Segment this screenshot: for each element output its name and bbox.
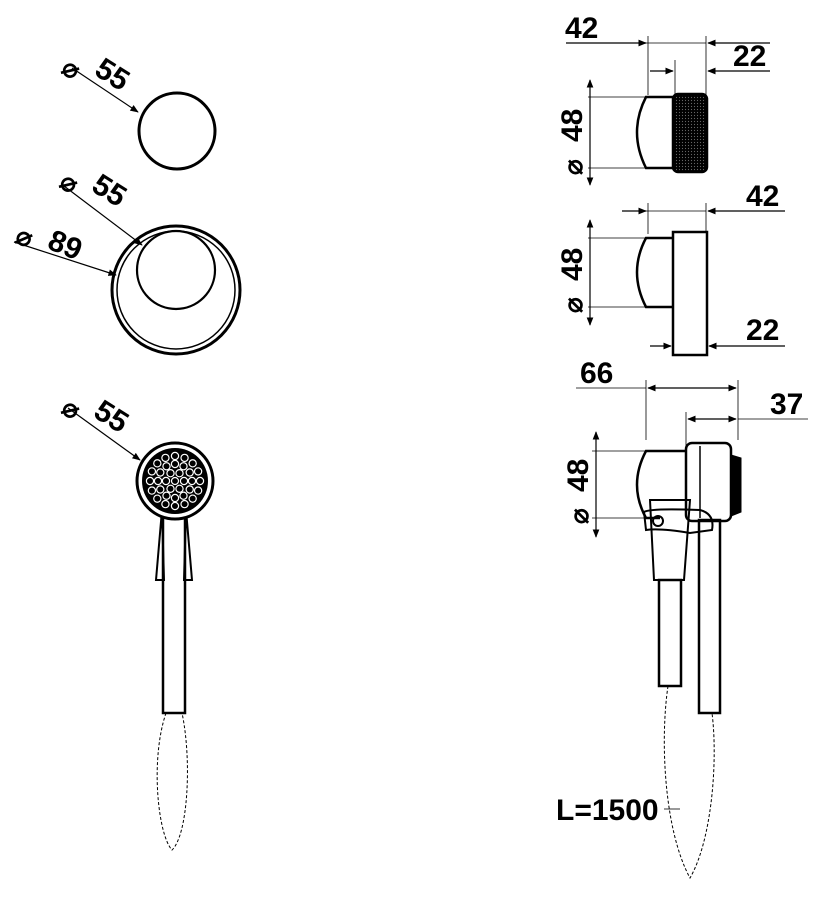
nozzle	[162, 491, 171, 500]
nozzle	[179, 491, 188, 500]
nozzle	[153, 459, 162, 468]
shower-nozzles	[145, 451, 205, 511]
nozzle	[180, 453, 189, 463]
rosette-side-depth-total: 42	[746, 180, 779, 213]
hand-shower-front-view: ⌀ 55	[57, 392, 215, 851]
rosette-front-view: ⌀ 55 ⌀ 89	[12, 166, 242, 356]
cap-side-diameter-symbol: ⌀	[558, 159, 588, 175]
nozzle	[153, 494, 162, 503]
cap-outline	[137, 91, 217, 171]
nozzle	[185, 485, 194, 494]
rosette-inner-value: 55	[86, 168, 132, 214]
rosette-side-view: 42 22 ⌀ 48	[556, 180, 785, 357]
nozzle	[147, 467, 157, 476]
hose-loop	[156, 712, 188, 851]
cap-side-view: 42 22 ⌀ 48	[556, 12, 770, 186]
rosette-side-diameter-value: 48	[556, 248, 589, 281]
rosette-side-dome	[635, 236, 674, 309]
rosette-outer-value: 89	[43, 224, 86, 267]
nozzle	[187, 476, 197, 486]
holder-side-depth-head: 37	[770, 388, 803, 421]
cap-side-depth-total: 42	[565, 12, 598, 45]
nozzle	[188, 494, 197, 503]
nozzle	[153, 476, 163, 486]
nozzle	[193, 486, 203, 495]
hand-shower-diameter-symbol: ⌀	[57, 392, 86, 426]
cap-side-depth-body: 22	[733, 40, 766, 73]
cap-front-view: ⌀ 55	[57, 52, 217, 171]
holder-side-bracket	[648, 499, 692, 581]
nozzle	[162, 462, 171, 471]
hand-shower-diameter-leader	[67, 407, 141, 461]
rosette-inner-symbol: ⌀	[55, 166, 84, 200]
holder-side-view: 66 37 ⌀ 48 L=1500	[556, 357, 808, 880]
nozzle	[156, 485, 165, 494]
rosette-outer-leader	[13, 241, 117, 276]
holder-side-bracket-hose	[657, 578, 683, 688]
nozzle	[185, 468, 194, 477]
nozzle	[166, 469, 175, 478]
holder-side-handle	[697, 518, 722, 715]
rosette-side-plate-thickness: 22	[746, 314, 779, 347]
handle-body	[161, 513, 187, 715]
rosette-side-diameter-symbol: ⌀	[558, 297, 588, 313]
rosette-outer-ring	[110, 224, 242, 356]
holder-side-nozzle-face	[730, 454, 742, 517]
cap-diameter-symbol: ⌀	[57, 52, 86, 86]
rosette-side-plate	[671, 230, 709, 357]
nozzle	[179, 476, 189, 486]
nozzle	[170, 451, 180, 461]
nozzle	[161, 453, 170, 463]
nozzle	[188, 459, 197, 468]
holder-side-hose-loop	[663, 685, 715, 880]
nozzle	[170, 476, 180, 486]
cap-diameter-leader	[71, 67, 139, 113]
hand-shower-diameter-value: 55	[88, 394, 134, 440]
nozzle	[161, 476, 171, 486]
nozzle	[145, 476, 155, 486]
nozzle	[147, 486, 157, 495]
nozzle	[170, 459, 180, 469]
nozzle	[156, 468, 165, 477]
rosette-cap-outline	[135, 229, 217, 311]
holder-side-depth-total: 66	[580, 357, 613, 390]
nozzle	[193, 467, 203, 476]
rosette-inner-leader	[63, 185, 143, 246]
holder-side-diameter-symbol: ⌀	[564, 508, 594, 524]
cap-side-dome	[635, 95, 676, 170]
cap-diameter-value: 55	[89, 52, 135, 98]
hose-length-label: L=1500	[556, 794, 659, 827]
holder-side-pivot	[652, 515, 664, 527]
nozzle	[179, 462, 188, 471]
holder-side-dome	[635, 449, 686, 520]
nozzle	[195, 476, 205, 486]
holder-side-diameter-value: 48	[562, 459, 595, 492]
nozzle	[161, 499, 170, 509]
nozzle	[170, 493, 180, 503]
rosette-inner-ring	[116, 230, 236, 350]
cap-side-diameter-value: 48	[556, 109, 589, 142]
nozzle	[175, 484, 184, 493]
nozzle	[175, 469, 184, 478]
cap-side-knurled-body	[671, 92, 709, 174]
nozzle	[180, 499, 189, 509]
nozzle	[166, 484, 175, 493]
nozzle	[170, 501, 180, 511]
